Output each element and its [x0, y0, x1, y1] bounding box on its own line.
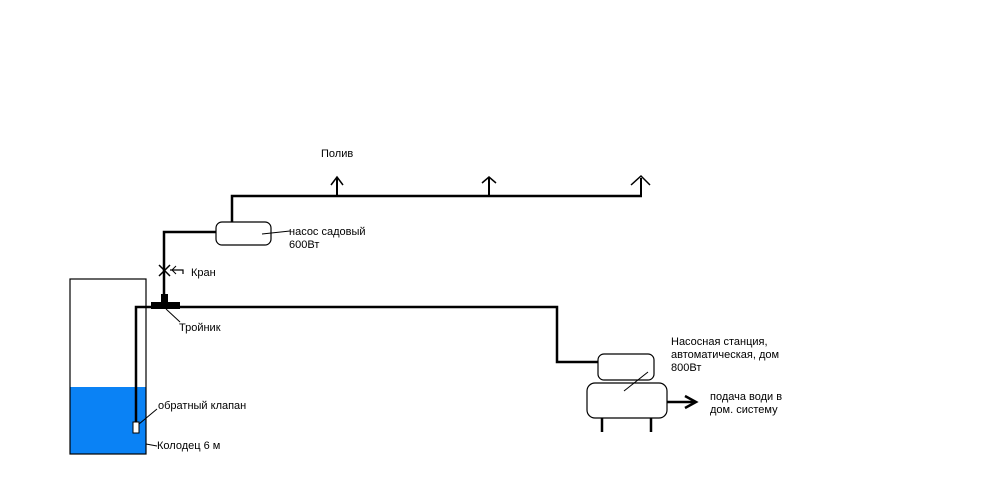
tee-branch: [161, 294, 168, 303]
check-valve-leader: [138, 408, 158, 425]
station-label-line3: 800Вт: [671, 362, 702, 374]
tee-fitting: [151, 302, 180, 309]
well-label: Колодец 6 м: [157, 440, 221, 452]
check-valve-label: обратный клапан: [158, 400, 247, 412]
sprinkler-2-arrow: [481, 176, 497, 184]
supply-arrow: [684, 394, 699, 410]
garden-pump-leader: [261, 230, 291, 235]
sprinkler-3-arrow: [630, 174, 651, 186]
valve-arrow: [171, 265, 177, 275]
valve-label: Кран: [191, 267, 216, 279]
well-leader: [145, 443, 158, 447]
well-water: [70, 387, 146, 454]
station-leader: [623, 371, 649, 392]
valve-x2: [158, 264, 171, 277]
watering-label: Полив: [321, 148, 354, 160]
sprinkler-1-arrow: [330, 175, 344, 186]
garden-pump-label-line1: насос садовый: [289, 226, 366, 238]
station-label-line1: Насосная станция,: [671, 336, 768, 348]
garden-pump-label-line2: 600Вт: [289, 239, 320, 251]
station-tank: [586, 382, 668, 419]
tee-label: Тройник: [179, 322, 221, 334]
tee-leader: [165, 308, 181, 323]
watering-pipe: [230, 194, 642, 222]
garden-pump-pipe: [162, 230, 216, 294]
supply-label-line1: подача води в: [710, 391, 783, 403]
valve-handle: [170, 269, 184, 274]
well-outline: [69, 278, 147, 455]
supply-label-line2: дом. систему: [710, 404, 778, 416]
station-label-line2: автоматическая, дом: [671, 349, 780, 361]
station-pipe: [180, 305, 598, 364]
station-tank-top: [597, 353, 655, 381]
check-valve: [132, 421, 140, 434]
